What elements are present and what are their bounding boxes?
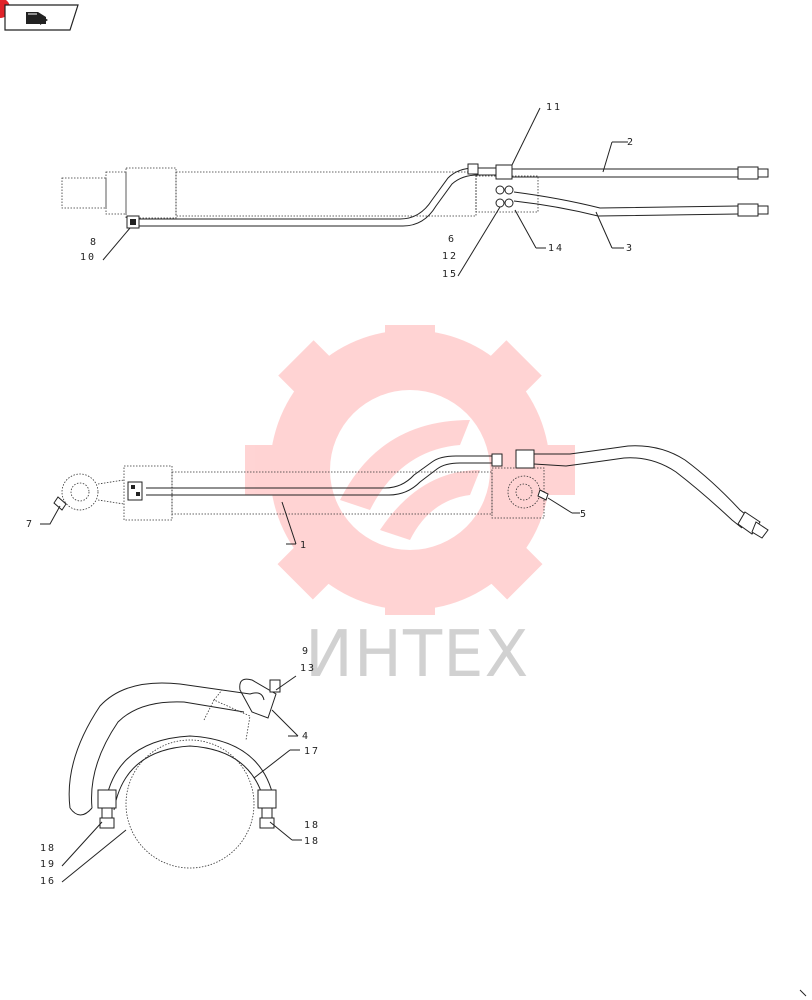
- section-view-assembly: [68, 678, 281, 869]
- clamp-bolt-right: [257, 789, 277, 809]
- side-view-assembly: [53, 445, 769, 539]
- cylinder-barrel-side: [171, 471, 493, 515]
- callout-19: 19: [40, 859, 56, 870]
- callout-18-right-top: 18: [304, 820, 320, 831]
- callout-13: 13: [300, 663, 316, 674]
- callout-10: 10: [80, 252, 96, 263]
- page-badge[interactable]: [0, 0, 79, 31]
- corner-mark: [799, 989, 807, 997]
- callout-3: 3: [626, 243, 634, 254]
- book-page-icon: [26, 12, 48, 25]
- callout-4: 4: [302, 731, 310, 742]
- callout-15: 15: [442, 269, 458, 280]
- cylinder-barrel: [175, 171, 477, 217]
- cylinder-end-cap: [61, 177, 107, 209]
- grease-fitting-5: [537, 489, 549, 501]
- callout-9: 9: [302, 646, 310, 657]
- grease-fitting-7: [53, 496, 67, 511]
- watermark-gear: [245, 325, 575, 615]
- callout-7: 7: [26, 519, 34, 530]
- bolt-9: [269, 679, 281, 693]
- callout-17: 17: [304, 746, 320, 757]
- callout-18-right-bottom: 18: [304, 836, 320, 847]
- callout-16: 16: [40, 876, 56, 887]
- hose-3-end-fitting: [737, 203, 759, 217]
- callout-18-left: 18: [40, 843, 56, 854]
- watermark-text: ИНТЕХ: [305, 618, 529, 692]
- rod-eye: [61, 473, 99, 511]
- callout-12: 12: [442, 251, 458, 262]
- callout-11: 11: [546, 102, 562, 113]
- fitting-side-end: [127, 481, 143, 501]
- callout-1: 1: [300, 540, 308, 551]
- hose-2-end-fitting: [737, 166, 759, 180]
- cylinder-gland: [125, 167, 177, 219]
- callout-6: 6: [448, 234, 456, 245]
- callout-14: 14: [548, 243, 564, 254]
- fitting-11: [495, 164, 513, 180]
- callout-2: 2: [627, 137, 635, 148]
- callout-8: 8: [90, 237, 98, 248]
- clamp-bolt-left: [97, 789, 117, 809]
- cylinder-cross-section: [125, 739, 255, 869]
- top-view-assembly: [61, 163, 769, 229]
- callout-5: 5: [580, 509, 588, 520]
- hose-fitting-side: [515, 449, 535, 469]
